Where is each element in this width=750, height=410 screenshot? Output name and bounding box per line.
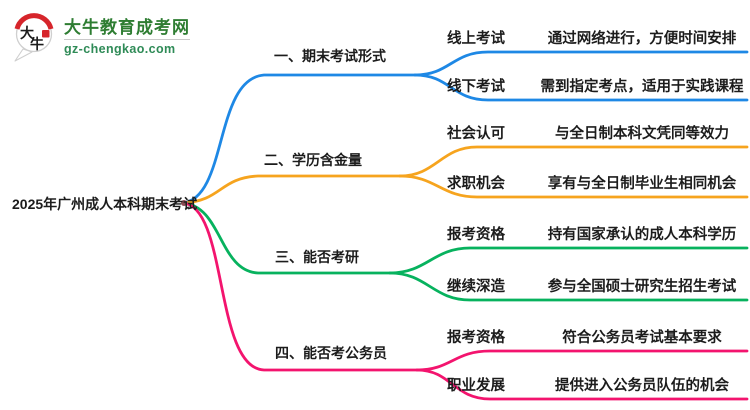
branch1-child2-label: 线下考试: [447, 79, 505, 95]
branch1-child2-line: [413, 73, 749, 102]
site-logo: 大 牛 大牛教育成考网 gz-chengkao.com: [12, 13, 190, 63]
branch3-child1-desc: 持有国家承认的成人本科学历: [547, 227, 737, 243]
branch3-child1-label: 报考资格: [447, 227, 505, 243]
branch4-child1-line: [415, 349, 749, 372]
branch2-child2-line: [398, 174, 749, 199]
logo-bull-icon: 大 牛: [14, 13, 54, 62]
branch4-child2-line: [415, 368, 749, 401]
branch3-child2-label: 继续深造: [447, 279, 505, 295]
branch1-child1-line: [413, 50, 749, 77]
logo-domain-url: gz-chengkao.com: [64, 39, 190, 56]
branch1-child1-label: 线上考试: [447, 31, 505, 47]
branch3-child1-line: [388, 246, 749, 275]
branch4-child2-label: 职业发展: [447, 378, 505, 394]
branch4-child1-desc: 符合公务员考试基本要求: [562, 330, 722, 346]
root-anchor-dot: [181, 200, 187, 206]
branch2-child2-desc: 享有与全日制毕业生相同机会: [547, 176, 737, 192]
branch1-main-line: [181, 73, 417, 205]
logo-brand-name: 大牛教育成考网: [64, 18, 190, 37]
branch4-child2-desc: 提供进入公务员队伍的机会: [555, 378, 729, 394]
branch4-child1-label: 报考资格: [447, 330, 505, 346]
branch3-child2-desc: 参与全国硕士研究生招生考试: [547, 279, 737, 295]
branch4-main-line: [181, 201, 419, 372]
branch4-label: 四、能否考公务员: [275, 345, 387, 361]
root-topic: 2025年广州成人本科期末考试: [12, 196, 198, 212]
branch2-label: 二、学历含金量: [264, 152, 362, 168]
branch3-child2-line: [388, 271, 749, 302]
branch3-label: 三、能否考研: [275, 249, 359, 265]
logo-char-niu: 牛: [30, 36, 44, 52]
branch1-label: 一、期末考试形式: [274, 48, 386, 64]
logo-char-da: 大: [20, 25, 34, 41]
branch2-child1-label: 社会认可: [447, 126, 505, 142]
branch2-child2-label: 求职机会: [447, 176, 505, 192]
branch2-child1-desc: 与全日制本科文凭同等效力: [555, 126, 729, 142]
branch2-child1-line: [398, 145, 749, 178]
branch1-child1-desc: 通过网络进行，方便时间安排: [547, 31, 737, 47]
branch1-child2-desc: 需到指定考点，适用于实践课程: [540, 79, 744, 95]
branch2-main-line: [181, 174, 402, 205]
branch3-main-line: [181, 201, 392, 275]
logo-text-block: 大牛教育成考网 gz-chengkao.com: [64, 18, 190, 56]
